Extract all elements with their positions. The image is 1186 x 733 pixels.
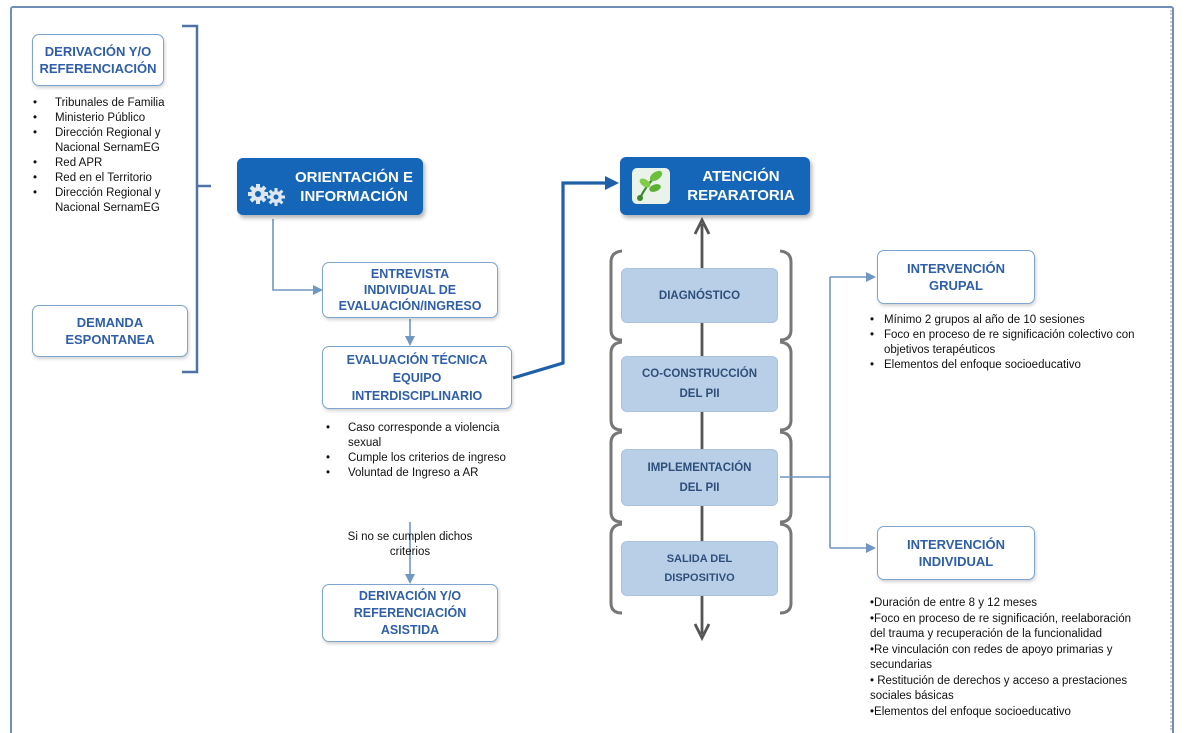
connector-orientacion-entrevista [272, 219, 323, 295]
grupal-list: Mínimo 2 grupos al año de 10 sesiones Fo… [870, 313, 1170, 373]
list-item-cont: sociales básicas [870, 690, 954, 702]
atencion-line1: ATENCIÓN [702, 168, 780, 185]
demanda-line1: DEMANDA [76, 315, 144, 330]
asistida-line3: ASISTIDA [380, 622, 440, 637]
orientacion-line1: ORIENTACIÓN E [295, 168, 414, 186]
list-item: Red APR [27, 156, 197, 171]
derivacion-box: DERIVACIÓN Y/O REFERENCIACIÓN [32, 34, 164, 86]
orientacion-box: ORIENTACIÓN E INFORMACIÓN [237, 158, 423, 215]
atencion-box: ATENCIÓN REPARATORIA [620, 157, 810, 215]
phase-label-2: DEL PII [679, 481, 720, 494]
list-item-cont: del trauma y recuperación de la funciona… [870, 628, 1103, 640]
list-item: • Restitución de derechos y acceso a pre… [870, 674, 1128, 687]
entrevista-line1: ENTREVISTA [370, 267, 450, 281]
criterios-list: Caso corresponde a violencia sexual Cump… [320, 421, 540, 481]
individual-box: INTERVENCIÓN INDIVIDUAL [877, 526, 1035, 580]
list-item-cont: Nacional SernamEG [55, 202, 160, 214]
connector-evaluacion-atencion [512, 176, 619, 380]
demanda-line2: ESPONTANEA [65, 332, 155, 347]
individual-line2: INDIVIDUAL [918, 554, 994, 569]
list-item: •Duración de entre 8 y 12 meses [870, 597, 1038, 609]
list-item: Tribunales de Familia [27, 96, 197, 111]
list-item-cont: objetivos terapéuticos [884, 344, 996, 356]
no-cumplen-text: Si no se cumplen dichos criterios [330, 530, 490, 560]
phase-label: IMPLEMENTACIÓN [647, 461, 752, 474]
list-item: Red en el Territorio [27, 171, 197, 186]
list-item: •Elementos del enfoque socioeducativo [870, 705, 1071, 718]
grupal-line2: GRUPAL [929, 278, 983, 293]
entrevista-line2: INDIVIDUAL DE [363, 283, 457, 297]
list-item: Cumple los criterios de ingreso [320, 451, 540, 466]
list-item: Ministerio Público [27, 111, 197, 126]
individual-line1: INTERVENCIÓN [907, 537, 1005, 552]
list-item: Caso corresponde a violencia [320, 421, 540, 436]
list-item: •Foco en proceso de re significación, re… [870, 612, 1132, 625]
individual-list: •Duración de entre 8 y 12 meses •Foco en… [870, 596, 1170, 720]
orientacion-line2: INFORMACIÓN [300, 187, 408, 205]
phase-implementacion: IMPLEMENTACIÓN DEL PII [621, 449, 778, 506]
asistida-line2: REFERENCIACIÓN [353, 605, 467, 620]
derivacion-line1: DERIVACIÓN Y/O [44, 44, 152, 59]
list-item: Dirección Regional y [27, 186, 197, 201]
phase-diagnostico: DIAGNÓSTICO [621, 268, 778, 323]
grupal-line1: INTERVENCIÓN [907, 261, 1005, 276]
phase-label-2: DISPOSITIVO [664, 572, 735, 584]
list-item: Dirección Regional y [27, 126, 197, 141]
list-item: Elementos del enfoque socioeducativo [870, 358, 1170, 373]
phase-label: SALIDA DEL [666, 553, 733, 565]
connector-implementacion-intervenciones [780, 277, 831, 548]
no-cumplen-line1: Si no se cumplen dichos [347, 531, 473, 543]
gears-icon [248, 183, 285, 206]
diagram-frame [10, 6, 1174, 733]
entrevista-line3: EVALUACIÓN/INGRESO [338, 299, 482, 313]
list-item-cont: Nacional SernamEG [55, 142, 160, 154]
derivacion-list: Tribunales de Familia Ministerio Público… [27, 96, 197, 216]
dotted-border [1170, 10, 1172, 730]
no-cumplen-line2: criterios [389, 546, 431, 558]
grouping-bracket [182, 24, 211, 374]
evaluacion-box: EVALUACIÓN TÉCNICA EQUIPO INTERDISCIPLIN… [322, 346, 512, 409]
atencion-line2: REPARATORIA [687, 187, 795, 204]
evaluacion-line1: EVALUACIÓN TÉCNICA [346, 352, 488, 367]
list-item: Foco en proceso de re significación cole… [870, 328, 1170, 343]
derivacion-line2: REFERENCIACIÓN [39, 61, 157, 76]
list-item: Voluntad de Ingreso a AR [320, 466, 540, 481]
list-item-cont: sexual [348, 437, 382, 449]
plant-leaf-icon [632, 168, 670, 204]
list-item-cont: secundarias [870, 659, 933, 671]
demanda-box: DEMANDA ESPONTANEA [32, 305, 188, 357]
evaluacion-line2: EQUIPO [392, 370, 442, 385]
phase-label: CO-CONSTRUCCIÓN [642, 368, 757, 380]
phase-salida: SALIDA DEL DISPOSITIVO [621, 541, 778, 596]
list-item: •Re vinculación con redes de apoyo prima… [870, 643, 1113, 656]
entrevista-box: ENTREVISTA INDIVIDUAL DE EVALUACIÓN/INGR… [322, 262, 498, 318]
grupal-box: INTERVENCIÓN GRUPAL [877, 250, 1035, 304]
phase-label: DIAGNÓSTICO [658, 289, 741, 302]
phase-co-construccion: CO-CONSTRUCCIÓN DEL PII [621, 356, 778, 412]
evaluacion-line3: INTERDISCIPLINARIO [351, 388, 483, 403]
phase-label-2: DEL PII [679, 388, 720, 400]
asistida-box: DERIVACIÓN Y/O REFERENCIACIÓN ASISTIDA [322, 584, 498, 642]
asistida-line1: DERIVACIÓN Y/O [358, 588, 462, 603]
list-item: Mínimo 2 grupos al año de 10 sesiones [870, 313, 1170, 328]
